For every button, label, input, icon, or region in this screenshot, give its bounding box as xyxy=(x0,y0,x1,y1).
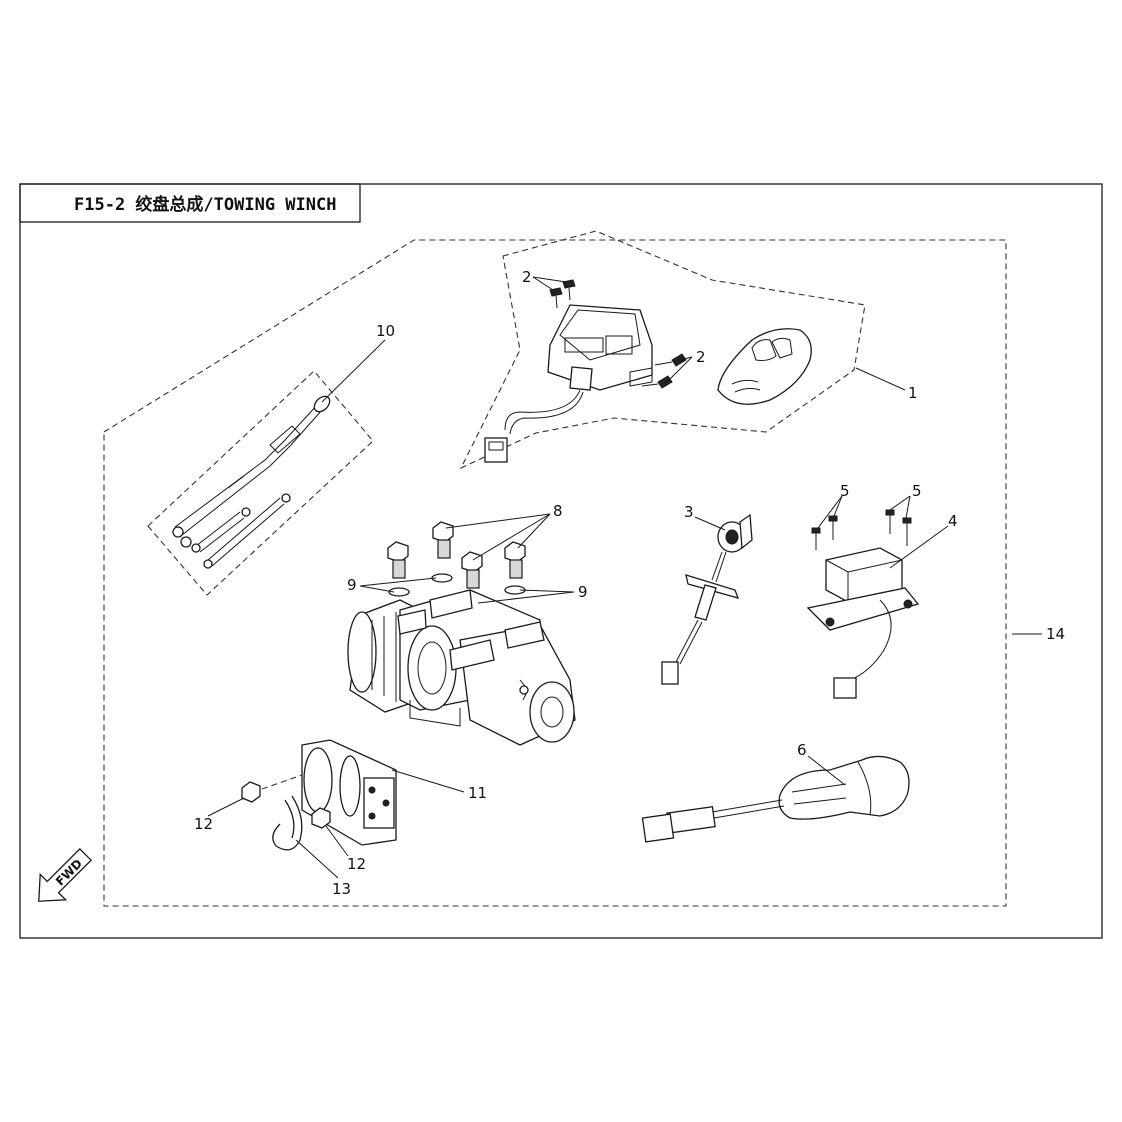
callout-3: 3 xyxy=(684,503,694,521)
bolt-12 xyxy=(241,774,331,829)
callout-14: 14 xyxy=(1046,625,1065,643)
callout-6: 6 xyxy=(797,741,807,759)
leader-lines xyxy=(207,276,1042,879)
callout-1: 1 xyxy=(908,384,918,402)
callout-5a: 5 xyxy=(840,482,850,500)
callout-5b: 5 xyxy=(912,482,922,500)
roller-fairlead-11 xyxy=(301,739,397,846)
callout-11: 11 xyxy=(468,784,487,802)
relay-4 xyxy=(806,547,920,699)
outer-frame xyxy=(19,183,1103,939)
callout-10: 10 xyxy=(376,322,395,340)
title-box xyxy=(19,183,361,223)
hook-13 xyxy=(272,795,303,851)
bolt-set-8 xyxy=(387,521,526,589)
fwd-arrow: FWD xyxy=(38,847,93,902)
callout-9a: 9 xyxy=(347,576,357,594)
page-title: F15-2 绞盘总成/TOWING WINCH xyxy=(74,194,336,215)
callout-13: 13 xyxy=(332,880,351,898)
callout-8: 8 xyxy=(553,502,563,520)
controller-group-boundary xyxy=(459,230,866,470)
screw-set-5 xyxy=(811,509,912,550)
winch-motor xyxy=(347,589,576,746)
callout-2a: 2 xyxy=(522,268,532,286)
assembly-boundary xyxy=(103,239,1007,907)
callout-2b: 2 xyxy=(696,348,706,366)
handheld-switch-6 xyxy=(641,755,910,843)
cable-kit xyxy=(172,395,331,569)
callout-12a: 12 xyxy=(194,815,213,833)
control-box xyxy=(484,304,653,463)
cable-kit-boundary xyxy=(147,370,374,596)
callout-9b: 9 xyxy=(578,583,588,601)
callout-4: 4 xyxy=(948,512,958,530)
callout-12b: 12 xyxy=(347,855,366,873)
remote-control xyxy=(717,328,812,405)
switch-3 xyxy=(661,513,753,685)
